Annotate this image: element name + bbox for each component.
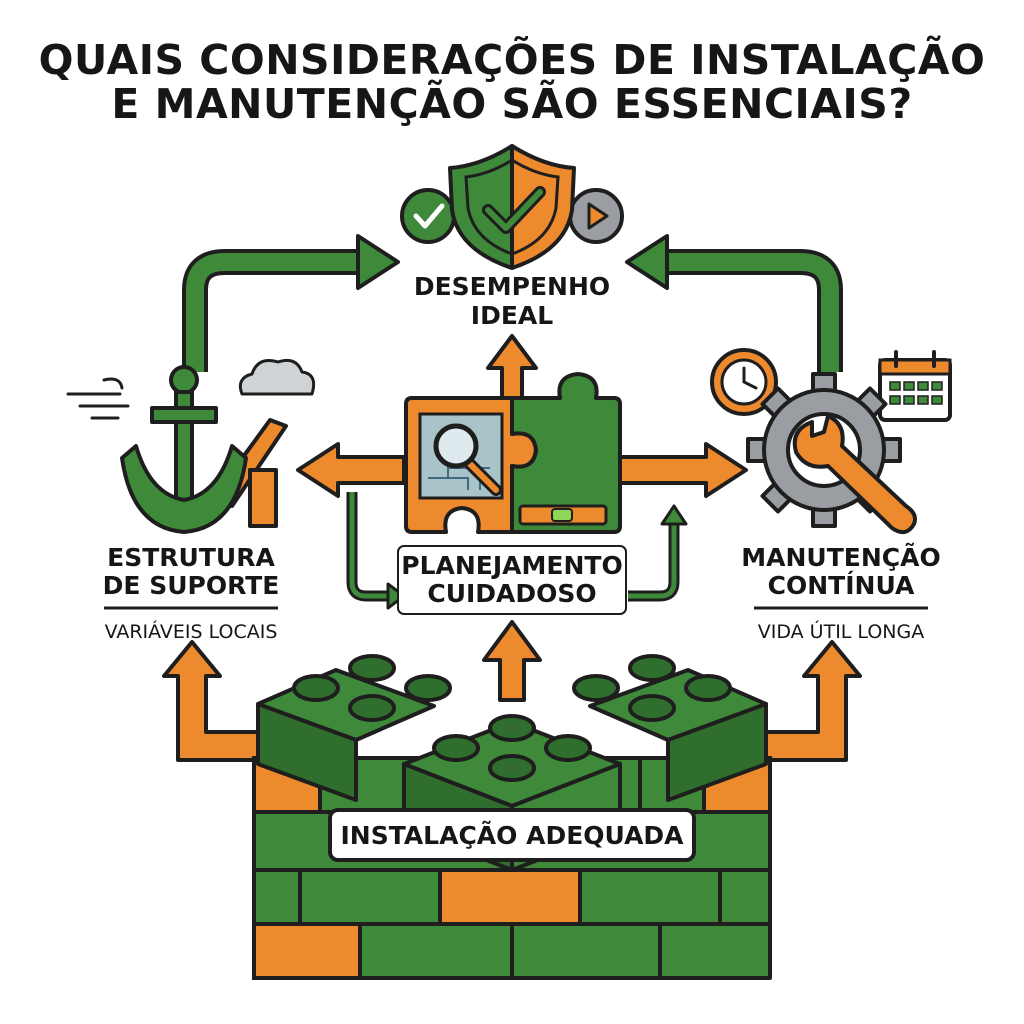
wind-icon (66, 377, 130, 420)
anchor-icon (120, 365, 248, 534)
loop-arrow-left-to-top (182, 234, 400, 372)
right-node-sublabel: VIDA ÚTIL LONGA (758, 619, 924, 643)
title-line-2: E MANUTENÇÃO SÃO ESSENCIAIS? (111, 79, 912, 128)
bottom-node-label: INSTALAÇÃO ADEQUADA (340, 821, 684, 850)
arrow-center-to-left (296, 442, 406, 498)
top-node-label-2: IDEAL (471, 301, 553, 330)
center-node-label-2: CUIDADOSO (427, 579, 596, 608)
arrow-blocks-to-right (754, 640, 862, 762)
top-node-label-1: DESEMPENHO (414, 272, 610, 301)
puzzle-icon (404, 372, 622, 534)
arrow-center-to-right (618, 442, 748, 498)
clock-icon (710, 348, 778, 416)
calendar-icon (878, 350, 952, 422)
feedback-arrow-left (346, 492, 406, 610)
right-node-label-2: CONTÍNUA (768, 571, 915, 600)
arrow-blocks-to-center (482, 620, 542, 702)
right-node-label-1: MANUTENÇÃO (741, 543, 940, 572)
arrow-blocks-to-left (162, 640, 270, 762)
bottom-label-box (328, 808, 696, 862)
center-label-box (397, 545, 627, 615)
arrow-center-to-top (486, 334, 538, 400)
loop-arrow-right-to-top (625, 234, 843, 372)
cloud-icon (238, 358, 316, 396)
feedback-arrow-right (628, 504, 688, 602)
shield-check-icon (400, 144, 624, 270)
gear-wrench-icon (746, 372, 917, 535)
left-node-sublabel: VARIÁVEIS LOCAIS (105, 620, 278, 643)
title-line-1: QUAIS CONSIDERAÇÕES DE INSTALAÇÃO (39, 35, 986, 84)
center-node-label-1: PLANEJAMENTO (401, 551, 622, 580)
left-node-label-2: DE SUPORTE (103, 571, 280, 600)
left-node-label-1: ESTRUTURA (107, 543, 275, 572)
